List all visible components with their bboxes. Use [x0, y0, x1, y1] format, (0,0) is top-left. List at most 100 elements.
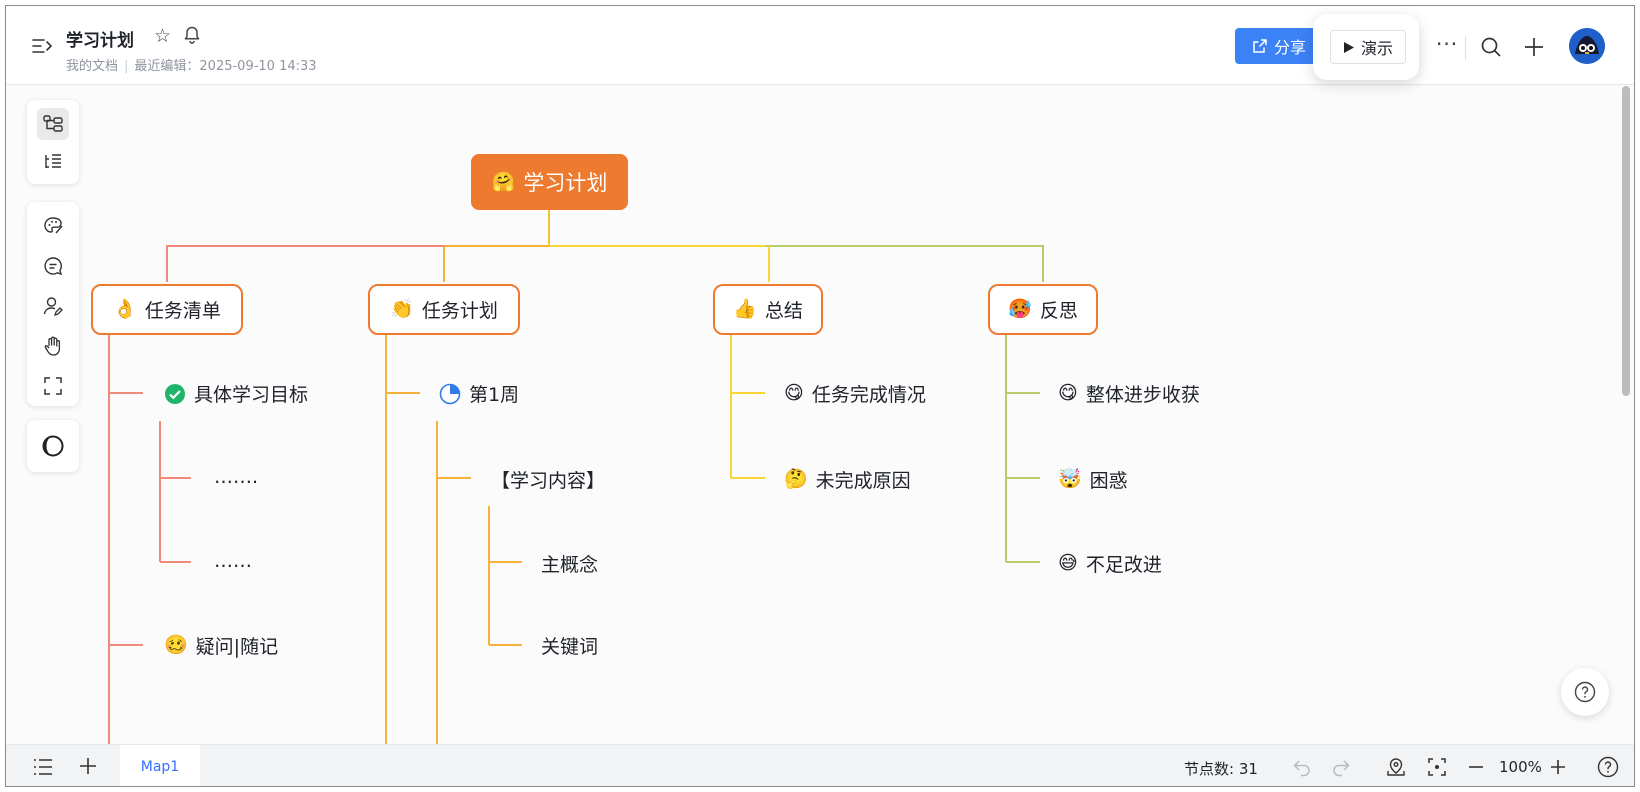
undo-icon[interactable] — [1291, 756, 1313, 778]
branch-label: 总结 — [764, 300, 803, 322]
divider — [1465, 36, 1466, 60]
present-label: 演示 — [1360, 39, 1393, 58]
hand-pan-icon — [44, 336, 61, 356]
help-button[interactable] — [1561, 668, 1609, 716]
branch-2-greatgrandchildren — [488, 506, 522, 646]
zoom-level[interactable]: 100% — [1499, 758, 1542, 776]
branch-3-lines — [730, 334, 765, 479]
node-learning-content[interactable]: 【学习内容】 — [491, 466, 605, 493]
app-window: 学习计划 ☆ 我的文档|最近编辑：2025-09-10 14:33 分享 演示 … — [5, 5, 1635, 787]
action-tool-group — [27, 202, 79, 406]
branch-1-children — [109, 392, 143, 646]
fit-screen-icon — [44, 377, 62, 395]
theme-button[interactable] — [37, 210, 69, 242]
outline-icon — [45, 154, 61, 168]
node-incomplete-reasons[interactable]: 🤔 未完成原因 — [784, 466, 911, 493]
node-placeholder-2[interactable]: …… — [214, 550, 252, 572]
node-count: 节点数: 31 — [1184, 760, 1258, 778]
vertical-scrollbar[interactable] — [1622, 86, 1630, 396]
thinking-face-emoji: 🤔 — [784, 468, 808, 490]
exploding-head-emoji: 🤯 — [1058, 468, 1082, 490]
fit-screen-button[interactable] — [37, 370, 69, 402]
branch-node-plan[interactable]: 👏 任务计划 — [368, 284, 520, 335]
display-tool-group — [27, 420, 79, 472]
sheet-tab-map1[interactable]: Map1 — [120, 745, 200, 786]
redo-icon[interactable] — [1330, 756, 1352, 778]
share-label: 分享 — [1273, 38, 1306, 57]
node-label: …… — [214, 550, 252, 572]
zoom-out-icon[interactable] — [1465, 756, 1487, 778]
sheet-list-icon[interactable] — [32, 757, 54, 777]
node-label: 第1周 — [469, 384, 520, 406]
hand-pan-button[interactable] — [37, 330, 69, 362]
comment-button[interactable] — [37, 250, 69, 282]
root-node[interactable]: 🤗 学习计划 — [471, 154, 628, 210]
doc-location[interactable]: 我的文档 — [66, 59, 119, 74]
node-questions-notes[interactable]: 🥴 疑问|随记 — [164, 632, 278, 659]
node-week-1[interactable]: 第1周 — [439, 380, 519, 407]
doc-title[interactable]: 学习计划 — [66, 31, 134, 51]
plus-icon[interactable] — [1523, 36, 1545, 58]
branch-label: 任务清单 — [144, 300, 221, 322]
check-circle-icon — [165, 383, 185, 404]
branch-node-summary[interactable]: 👍 总结 — [713, 284, 823, 335]
focus-center-icon[interactable] — [1426, 756, 1448, 778]
ok-hand-emoji: 👌 — [113, 298, 137, 320]
play-icon — [1343, 41, 1354, 53]
hot-face-emoji: 🥵 — [1008, 298, 1032, 320]
help-icon — [1574, 681, 1596, 703]
root-label: 学习计划 — [523, 171, 608, 195]
theme-palette-icon — [44, 217, 63, 234]
node-keywords[interactable]: 关键词 — [541, 632, 598, 659]
root-emoji: 🤗 — [491, 170, 516, 193]
node-label: 任务完成情况 — [811, 384, 926, 406]
yum-face-emoji: 😋 — [1058, 382, 1078, 404]
help-icon[interactable] — [1597, 756, 1619, 778]
last-edited: 最近编辑：2025-09-10 14:33 — [134, 59, 317, 74]
woozy-face-emoji: 🥴 — [164, 634, 188, 656]
locate-icon[interactable] — [1385, 756, 1407, 778]
star-icon[interactable]: ☆ — [154, 25, 172, 47]
layout-tool-group — [27, 100, 79, 184]
outline-button[interactable] — [37, 146, 69, 178]
branch-1-grandchildren — [159, 421, 191, 563]
add-sheet-icon[interactable] — [78, 756, 98, 776]
user-edit-icon — [43, 297, 63, 317]
avatar-image — [1569, 28, 1605, 64]
bell-icon[interactable] — [182, 25, 202, 45]
avatar[interactable] — [1569, 28, 1605, 64]
node-improvements[interactable]: 😅 不足改进 — [1058, 550, 1162, 577]
top-bar: 学习计划 ☆ 我的文档|最近编辑：2025-09-10 14:33 分享 演示 … — [6, 6, 1634, 85]
thumbs-up-emoji: 👍 — [733, 298, 757, 320]
sidebar-toggle-icon[interactable] — [30, 34, 54, 58]
branch-node-tasks[interactable]: 👌 任务清单 — [91, 284, 243, 335]
branch-node-reflection[interactable]: 🥵 反思 — [988, 284, 1098, 335]
node-label: 困惑 — [1089, 470, 1128, 492]
node-placeholder-1[interactable]: ……. — [214, 466, 258, 488]
node-confusion[interactable]: 🤯 困惑 — [1058, 466, 1128, 493]
more-icon[interactable]: ··· — [1436, 32, 1459, 56]
search-icon[interactable] — [1480, 36, 1502, 58]
node-label: 整体进步收获 — [1085, 384, 1200, 406]
node-label: 【学习内容】 — [491, 470, 606, 492]
branch-2-grandchild — [436, 421, 471, 744]
zoom-in-icon[interactable] — [1547, 756, 1569, 778]
mindmap-layout-icon — [43, 115, 63, 132]
node-completion-status[interactable]: 😋 任务完成情况 — [784, 380, 926, 407]
user-edit-button[interactable] — [37, 290, 69, 322]
mindmap-layout-button[interactable] — [37, 108, 69, 140]
share-button[interactable]: 分享 — [1235, 28, 1323, 64]
branch-label: 反思 — [1039, 300, 1078, 322]
node-label: 关键词 — [541, 636, 599, 658]
node-overall-progress[interactable]: 😋 整体进步收获 — [1058, 380, 1200, 407]
node-label: 未完成原因 — [815, 470, 911, 492]
present-button[interactable]: 演示 — [1330, 30, 1406, 64]
progress-pie-icon — [439, 383, 461, 404]
node-label: 疑问|随记 — [195, 636, 279, 658]
node-main-concept[interactable]: 主概念 — [541, 550, 598, 577]
dark-mode-button[interactable] — [37, 430, 69, 462]
node-learning-goal[interactable]: 具体学习目标 — [164, 380, 308, 407]
node-label: ……. — [214, 466, 259, 488]
mindmap-canvas[interactable]: 🤗 学习计划 👌 任务清单 👏 任务计划 👍 总结 🥵 反思 具体学习目标 — [6, 84, 1634, 744]
node-label: 不足改进 — [1085, 554, 1162, 576]
